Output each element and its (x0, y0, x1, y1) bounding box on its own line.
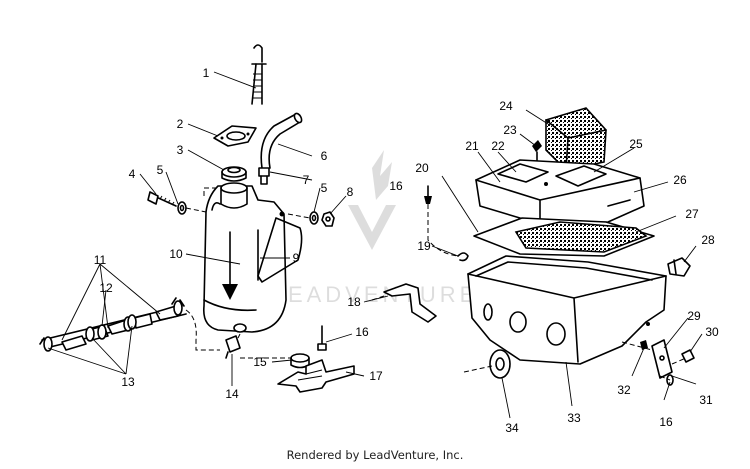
watermark-logo: LEADVENTURE (272, 150, 479, 307)
part-tank-fitting[interactable] (225, 323, 247, 359)
part-mount-bracket[interactable] (651, 339, 673, 379)
callout-3[interactable]: 3 (177, 143, 184, 157)
callout-5[interactable]: 5 (321, 181, 328, 195)
part-bolt-airbox[interactable] (424, 185, 432, 204)
callout-8[interactable]: 8 (347, 185, 354, 199)
part-airbox-base[interactable] (467, 255, 667, 365)
part-air-filter-element[interactable] (514, 221, 648, 253)
callout-9[interactable]: 9 (293, 251, 300, 265)
callout-33[interactable]: 33 (567, 411, 581, 425)
part-fuel-line[interactable] (41, 305, 187, 351)
callout-16[interactable]: 16 (355, 325, 369, 339)
callout-28[interactable]: 28 (701, 233, 715, 247)
callout-30[interactable]: 30 (705, 325, 719, 339)
callout-7[interactable]: 7 (303, 173, 310, 187)
callout-12[interactable]: 12 (99, 281, 113, 295)
callout-1[interactable]: 1 (203, 66, 210, 80)
callout-20[interactable]: 20 (415, 161, 429, 175)
callout-32[interactable]: 32 (617, 383, 631, 397)
part-hose-clamp-airbox[interactable] (667, 257, 691, 277)
callout-29[interactable]: 29 (687, 309, 701, 323)
watermark-text: LEADVENTURE (272, 282, 479, 307)
callout-21[interactable]: 21 (465, 139, 479, 153)
part-fuel-hose[interactable] (260, 112, 303, 169)
part-nut[interactable] (321, 211, 335, 227)
part-rubber-foot[interactable] (489, 349, 511, 379)
leader-lines (47, 71, 703, 419)
callout-24[interactable]: 24 (499, 99, 513, 113)
part-knob-fastener[interactable] (532, 140, 542, 163)
part-washer-left[interactable] (177, 201, 187, 215)
callout-labels: 1 2 3 4 5 6 7 5 8 9 10 11 12 13 14 15 16… (94, 66, 719, 435)
callout-27[interactable]: 27 (685, 207, 699, 221)
callout-18[interactable]: 18 (347, 295, 361, 309)
callout-6[interactable]: 6 (321, 149, 328, 163)
callout-14[interactable]: 14 (225, 387, 239, 401)
part-washer-right[interactable] (309, 211, 319, 225)
part-bolt-bracket[interactable] (317, 325, 327, 351)
callout-26[interactable]: 26 (673, 173, 687, 187)
part-spring-clip[interactable] (457, 252, 469, 262)
callout-5[interactable]: 5 (157, 163, 164, 177)
part-vent-fitting[interactable] (258, 167, 270, 185)
callout-16[interactable]: 16 (389, 179, 403, 193)
part-tank-bracket[interactable] (277, 359, 355, 393)
callout-13[interactable]: 13 (121, 375, 135, 389)
callout-16[interactable]: 16 (659, 415, 673, 429)
callout-34[interactable]: 34 (505, 421, 519, 435)
part-dipstick[interactable] (251, 44, 267, 105)
part-screw-30[interactable] (681, 349, 695, 363)
callout-22[interactable]: 22 (491, 139, 505, 153)
callout-15[interactable]: 15 (253, 355, 267, 369)
part-hose-clamps[interactable] (39, 297, 185, 352)
part-grommet[interactable] (221, 166, 247, 182)
callout-2[interactable]: 2 (177, 117, 184, 131)
callout-19[interactable]: 19 (417, 239, 431, 253)
part-screw-left[interactable] (147, 191, 177, 207)
part-flange[interactable] (213, 125, 257, 147)
callout-10[interactable]: 10 (169, 247, 183, 261)
part-foam-prefilter[interactable] (545, 107, 607, 171)
render-credit: Rendered by LeadVenture, Inc. (286, 448, 464, 462)
callout-25[interactable]: 25 (629, 137, 643, 151)
part-airbox-bracket[interactable] (383, 283, 437, 323)
callout-31[interactable]: 31 (699, 393, 713, 407)
part-fuel-tank[interactable] (202, 182, 303, 333)
callout-17[interactable]: 17 (369, 369, 383, 383)
part-airbox-cover[interactable] (475, 159, 645, 225)
callout-4[interactable]: 4 (129, 167, 136, 181)
callout-11[interactable]: 11 (94, 253, 107, 267)
callout-23[interactable]: 23 (503, 123, 517, 137)
